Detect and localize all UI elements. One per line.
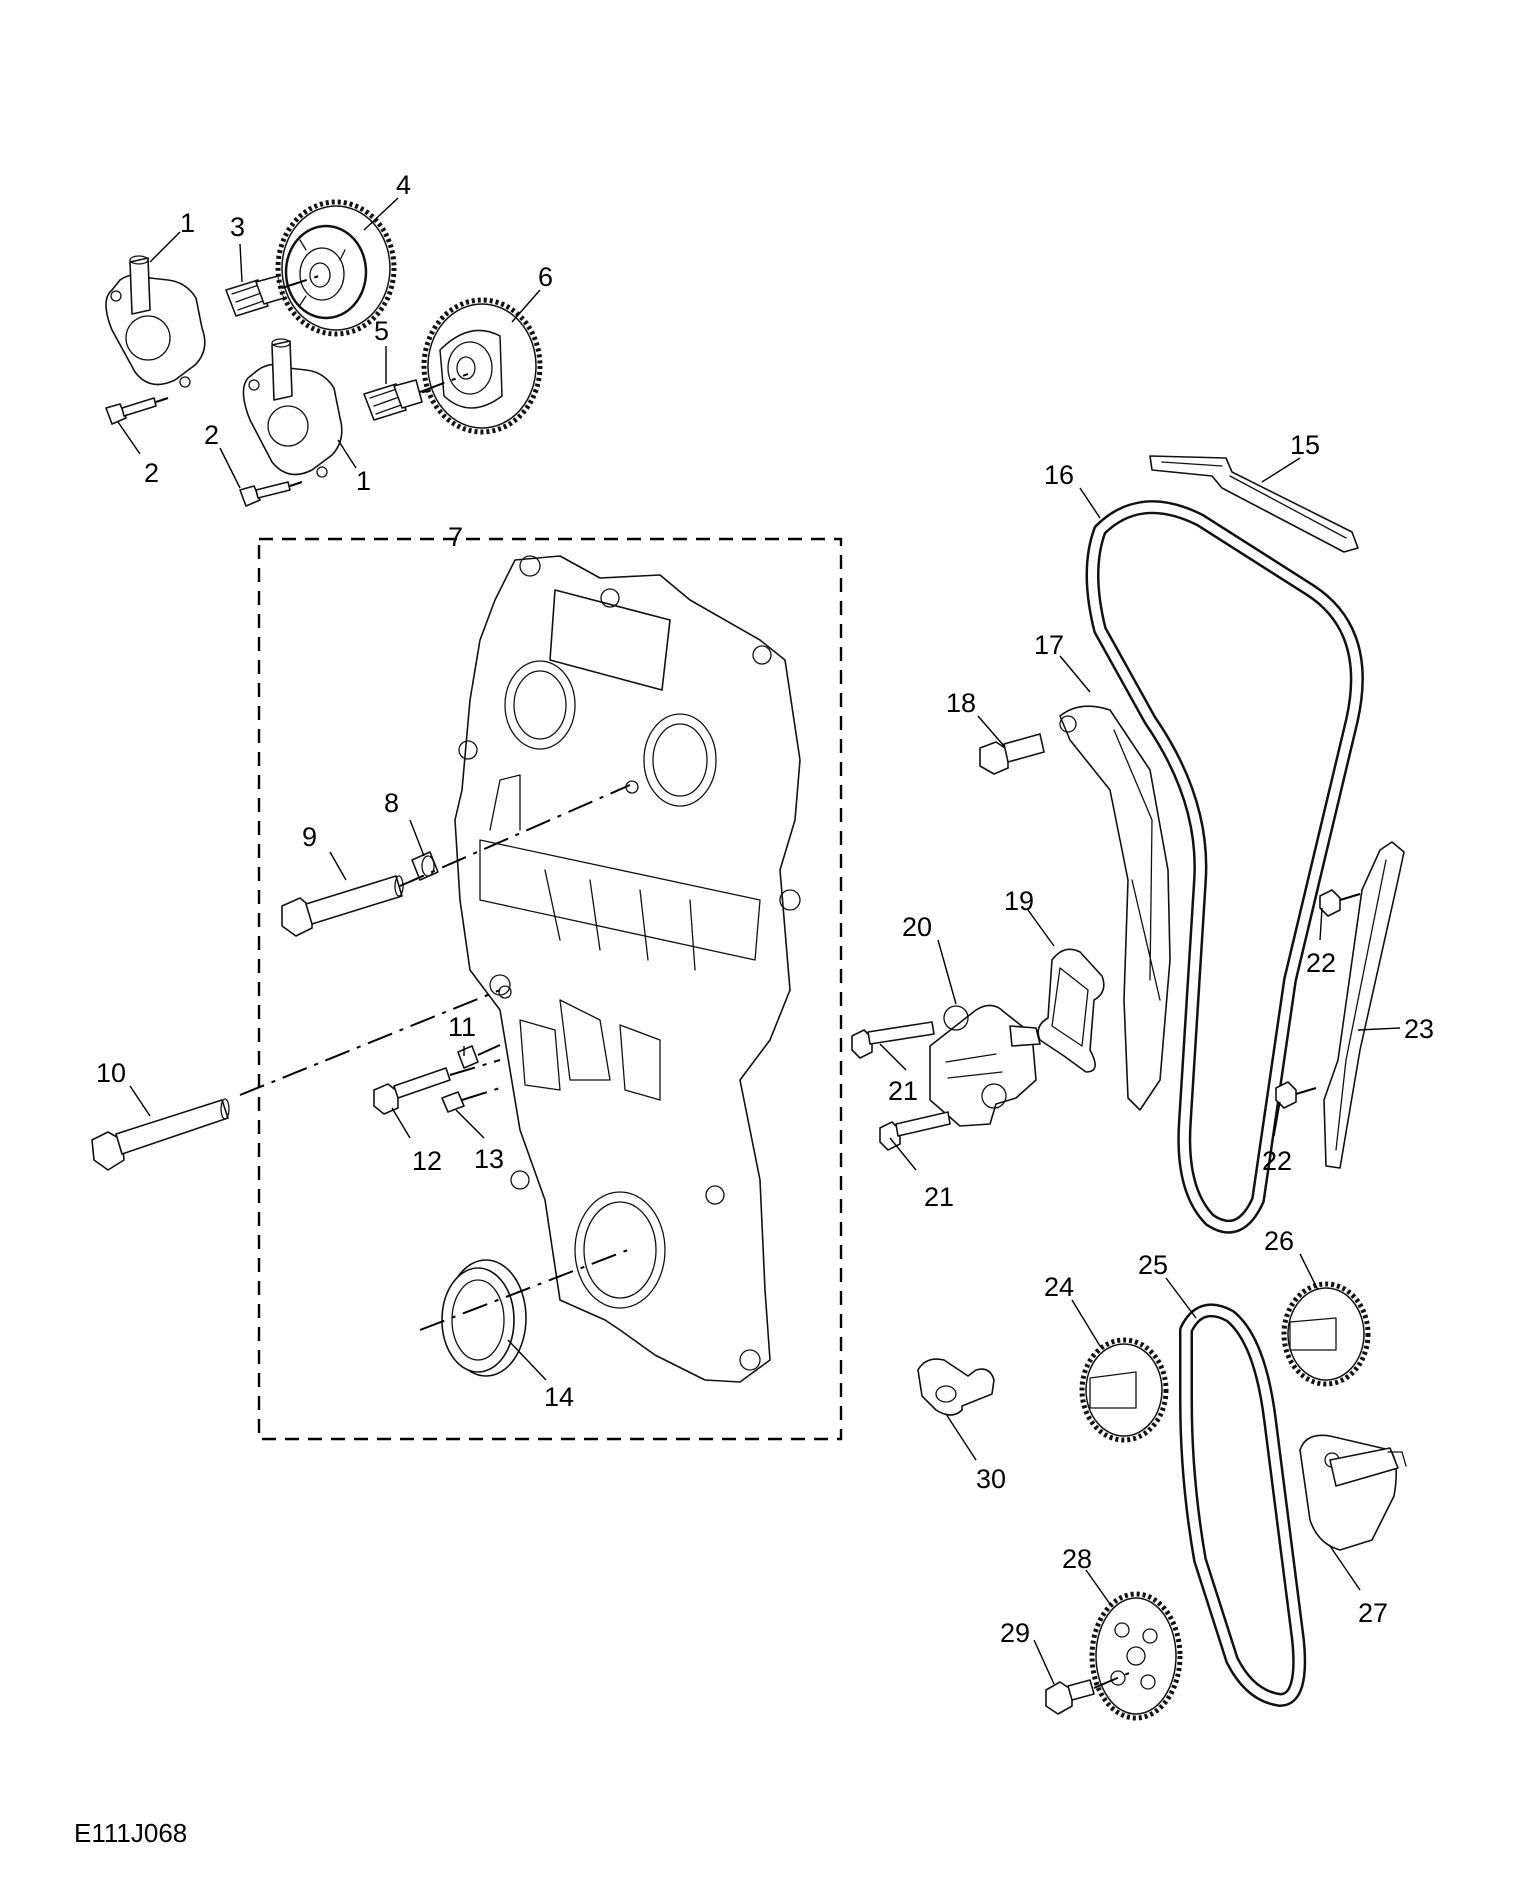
callout-29: 29 — [1000, 1618, 1030, 1648]
callout-22-upper: 22 — [1306, 948, 1336, 978]
part-12-bolt — [373, 1067, 451, 1115]
callout-19: 19 — [1004, 886, 1034, 916]
callout-21-lower: 21 — [924, 1182, 954, 1212]
part-1-lower-cover — [242, 338, 343, 478]
callout-2-middle: 2 — [204, 420, 219, 450]
axis-part-9 — [399, 784, 631, 887]
axis-part-3 — [281, 274, 323, 289]
callout-28: 28 — [1062, 1544, 1092, 1574]
callout-21-upper: 21 — [888, 1076, 918, 1106]
part-22-bolt-lower — [1275, 1081, 1317, 1109]
callout-18: 18 — [946, 688, 976, 718]
part-2-bolt-lower — [239, 481, 303, 507]
part-20-chain-tensioner — [929, 1004, 1041, 1127]
callout-26: 26 — [1264, 1226, 1294, 1256]
axis-part-10 — [239, 989, 501, 1096]
part-7-timing-cover — [454, 555, 801, 1383]
part-27-oil-pump-chain-tensioner — [1299, 1434, 1407, 1551]
axis-part-14 — [419, 1249, 629, 1331]
part-1-upper-cover — [105, 255, 206, 388]
diagram-reference-code: E111J068 — [74, 1818, 188, 1848]
leader-lines — [117, 197, 1401, 1685]
part-8-sleeve — [411, 851, 439, 881]
part-2-bolt-upper — [105, 397, 169, 425]
callout-22-lower: 22 — [1262, 1146, 1292, 1176]
callout-9: 9 — [302, 822, 317, 852]
callout-3: 3 — [230, 212, 245, 242]
callout-1-lower: 1 — [356, 466, 371, 496]
axis-part-5 — [419, 373, 469, 393]
callout-13: 13 — [474, 1144, 504, 1174]
callout-numbers: 1 1 2 2 3 4 5 6 7 8 9 10 11 12 13 14 15 … — [96, 170, 1434, 1648]
part-22-bolt-upper — [1319, 889, 1361, 917]
part-15-upper-chain-guide — [1149, 455, 1359, 553]
part-18-bolt — [979, 733, 1045, 775]
callout-15: 15 — [1290, 430, 1320, 460]
part-25-oil-pump-chain — [1179, 1303, 1307, 1707]
callout-25: 25 — [1138, 1250, 1168, 1280]
axis-part-12 — [449, 1059, 501, 1076]
callout-11: 11 — [448, 1012, 476, 1042]
callout-12: 12 — [412, 1146, 442, 1176]
part-26-sprocket — [1281, 1281, 1371, 1387]
part-10-bolt — [91, 1098, 230, 1171]
part-14-crankshaft-oil-seal — [441, 1259, 527, 1377]
callout-4: 4 — [396, 170, 411, 200]
axis-part-13 — [461, 1087, 501, 1101]
callout-8: 8 — [384, 788, 399, 818]
callout-24: 24 — [1044, 1272, 1074, 1302]
part-28-oil-pump-sprocket — [1089, 1591, 1183, 1721]
part-23-fixed-chain-guide — [1323, 841, 1405, 1169]
callout-16: 16 — [1044, 460, 1074, 490]
part-6-camshaft-phaser-gear — [421, 297, 543, 435]
part-17-tensioner-guide — [1059, 705, 1171, 1111]
part-19-gasket — [1037, 948, 1105, 1073]
callout-23: 23 — [1404, 1014, 1434, 1044]
callout-1-upper: 1 — [180, 208, 195, 238]
callout-17: 17 — [1034, 630, 1064, 660]
part-4-camshaft-phaser-gear — [275, 199, 397, 337]
part-5-oil-control-bolt — [363, 379, 453, 421]
part-21-bolt-lower — [879, 1111, 951, 1151]
part-11-dowel — [457, 1045, 479, 1069]
callout-14: 14 — [544, 1382, 574, 1412]
axis-part-11 — [477, 1044, 501, 1056]
part-30-plug — [917, 1358, 995, 1416]
part-21-bolt-upper — [851, 1021, 935, 1059]
callout-30: 30 — [976, 1464, 1006, 1494]
callout-5: 5 — [374, 316, 389, 346]
part-29-bolt — [1045, 1669, 1137, 1715]
part-13-dowel — [441, 1091, 465, 1113]
part-9-bolt — [281, 875, 404, 937]
part-24-crankshaft-sprocket — [1079, 1337, 1169, 1443]
callout-6: 6 — [538, 262, 553, 292]
callout-7: 7 — [448, 522, 463, 552]
callout-27: 27 — [1358, 1598, 1388, 1628]
part-7-timing-cover-frame — [257, 537, 843, 1441]
callout-20: 20 — [902, 912, 932, 942]
callout-10: 10 — [96, 1058, 126, 1088]
part-16-timing-chain — [1085, 500, 1364, 1234]
callout-2-left: 2 — [144, 458, 159, 488]
